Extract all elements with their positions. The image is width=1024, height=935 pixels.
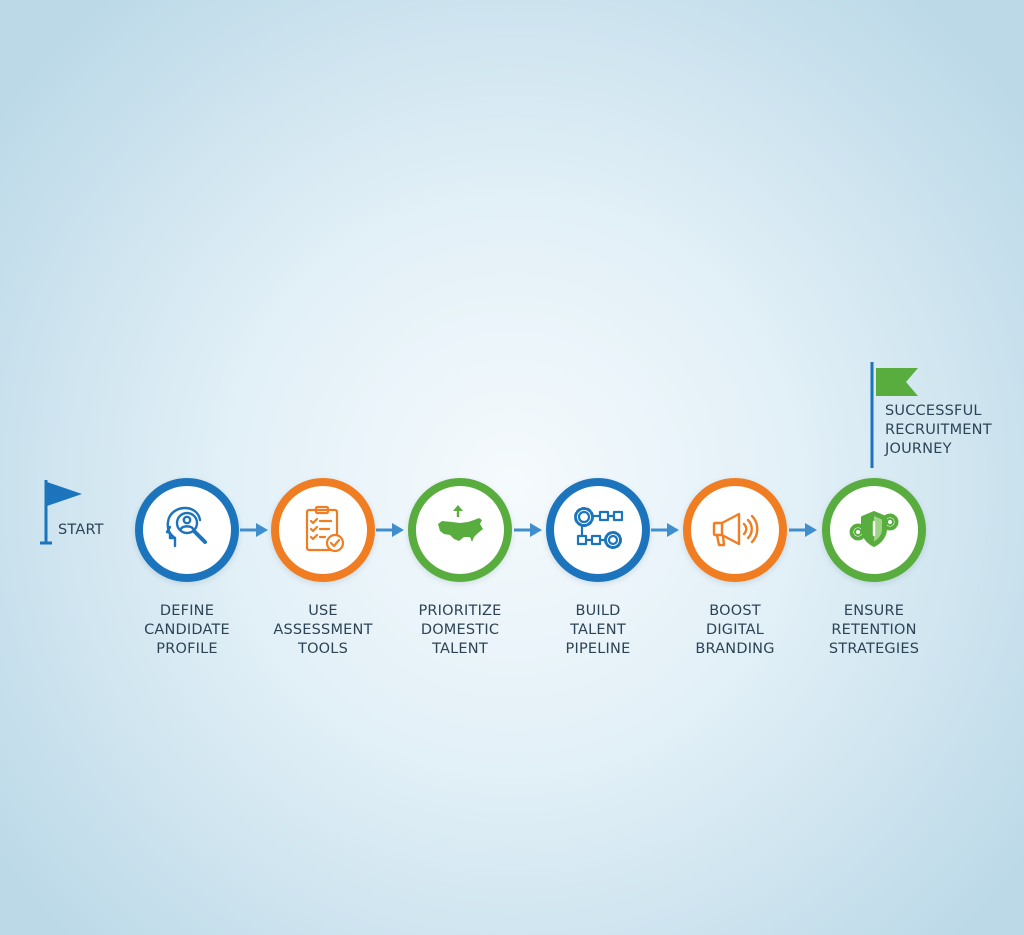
head-magnifier-icon bbox=[165, 506, 207, 548]
finish-label-line: SUCCESSFUL bbox=[885, 403, 982, 419]
step-label-line: ASSESSMENT bbox=[273, 622, 373, 638]
step-label-line: BOOST bbox=[709, 603, 761, 619]
step-label: ENSURE RETENTION STRATEGIES bbox=[804, 602, 944, 659]
step-label: BOOST DIGITAL BRANDING bbox=[665, 602, 805, 659]
step-label-line: PIPELINE bbox=[565, 641, 631, 657]
usa-map-icon bbox=[438, 505, 483, 542]
flow-arrow bbox=[789, 523, 817, 537]
step-define-candidate-profile: DEFINE CANDIDATE PROFILE bbox=[117, 478, 257, 659]
step-build-talent-pipeline: BUILD TALENT PIPELINE bbox=[528, 478, 668, 659]
gears-network-icon bbox=[574, 507, 624, 549]
step-label-line: TOOLS bbox=[298, 641, 348, 657]
step-label-line: BUILD bbox=[575, 603, 621, 619]
step-label-line: TALENT bbox=[432, 641, 488, 657]
flow-arrow bbox=[376, 523, 404, 537]
flow-arrow bbox=[240, 523, 268, 537]
flow-arrow bbox=[514, 523, 542, 537]
finish-label-line: JOURNEY bbox=[885, 441, 952, 457]
flow-arrow bbox=[651, 523, 679, 537]
step-use-assessment-tools: USE ASSESSMENT TOOLS bbox=[253, 478, 393, 659]
step-label-line: DIGITAL bbox=[705, 622, 765, 638]
step-circle bbox=[546, 478, 650, 582]
step-label: PRIORITIZE DOMESTIC TALENT bbox=[390, 602, 530, 659]
shield-gears-icon bbox=[849, 511, 899, 547]
step-label: DEFINE CANDIDATE PROFILE bbox=[117, 602, 257, 659]
step-circle bbox=[822, 478, 926, 582]
start-flag-icon bbox=[40, 480, 82, 545]
step-circle bbox=[271, 478, 375, 582]
step-label-line: PROFILE bbox=[156, 641, 218, 657]
finish-label-line: RECRUITMENT bbox=[885, 422, 992, 438]
megaphone-icon bbox=[712, 512, 759, 547]
step-label-line: BRANDING bbox=[695, 641, 775, 657]
step-label-line: TALENT bbox=[570, 622, 626, 638]
step-label: BUILD TALENT PIPELINE bbox=[528, 602, 668, 659]
step-label-line: DEFINE bbox=[159, 603, 215, 619]
finish-label: SUCCESSFUL RECRUITMENT JOURNEY bbox=[885, 402, 992, 459]
step-circle bbox=[683, 478, 787, 582]
step-circle bbox=[135, 478, 239, 582]
start-label: START bbox=[58, 522, 104, 538]
step-label-line: CANDIDATE bbox=[144, 622, 230, 638]
step-circle bbox=[408, 478, 512, 582]
clipboard-check-icon bbox=[305, 505, 345, 553]
step-boost-digital-branding: BOOST DIGITAL BRANDING bbox=[665, 478, 805, 659]
step-label-line: DOMESTIC bbox=[420, 622, 500, 638]
step-label-line: PRIORITIZE bbox=[418, 603, 502, 619]
step-label-line: USE bbox=[308, 603, 338, 619]
step-label-line: RETENTION bbox=[831, 622, 917, 638]
step-label-line: ENSURE bbox=[843, 603, 905, 619]
step-label: USE ASSESSMENT TOOLS bbox=[253, 602, 393, 659]
step-ensure-retention-strategies: ENSURE RETENTION STRATEGIES bbox=[804, 478, 944, 659]
finish-flag-icon bbox=[870, 362, 918, 468]
step-prioritize-domestic-talent: PRIORITIZE DOMESTIC TALENT bbox=[390, 478, 530, 659]
step-label-line: STRATEGIES bbox=[828, 641, 920, 657]
